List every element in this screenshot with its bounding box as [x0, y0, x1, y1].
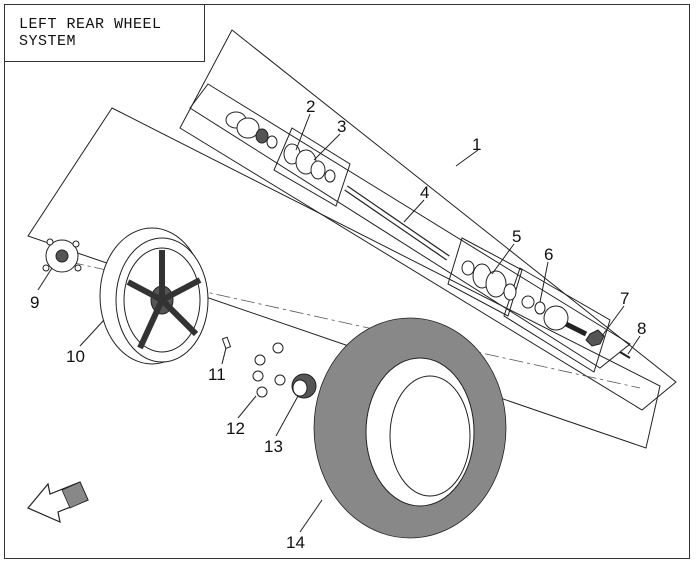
front-direction-arrow-icon — [27, 481, 89, 524]
axis-centerline — [69, 261, 641, 389]
callout-7: 7 — [620, 289, 629, 308]
boot-kit-box-outer — [447, 237, 523, 317]
wheel-hub — [42, 238, 82, 273]
hub-cap — [291, 373, 317, 399]
wheel-rim — [99, 227, 209, 365]
boot-kit-box-inner — [273, 127, 351, 207]
outer-boot — [461, 260, 517, 301]
callout-6: 6 — [544, 245, 553, 264]
axle-nut — [585, 329, 605, 347]
drive-shaft-group-outline — [179, 29, 677, 411]
wheel-group-outline — [27, 107, 661, 449]
callout-4: 4 — [420, 183, 429, 202]
callout-9: 9 — [30, 293, 39, 312]
drive-shaft — [344, 185, 450, 261]
callout-3: 3 — [337, 117, 346, 136]
callout-14: 14 — [286, 533, 305, 552]
lug-nuts — [252, 342, 286, 398]
callout-13: 13 — [264, 437, 283, 456]
callout-11: 11 — [208, 365, 226, 384]
diagram-title: LEFT REAR WHEEL SYSTEM — [5, 5, 205, 62]
callout-2: 2 — [306, 97, 315, 116]
cotter-pin — [619, 351, 631, 359]
tire — [313, 317, 507, 539]
callout-1: 1 — [472, 135, 481, 154]
inner-cv-joint — [225, 111, 278, 149]
callout-10: 10 — [66, 347, 85, 366]
callout-5: 5 — [512, 227, 521, 246]
outer-cv-joint — [521, 295, 588, 337]
callout-8: 8 — [637, 319, 646, 338]
callout-12: 12 — [226, 419, 245, 438]
drive-shaft-inner-outline — [189, 83, 631, 369]
valve-stem — [221, 336, 232, 350]
